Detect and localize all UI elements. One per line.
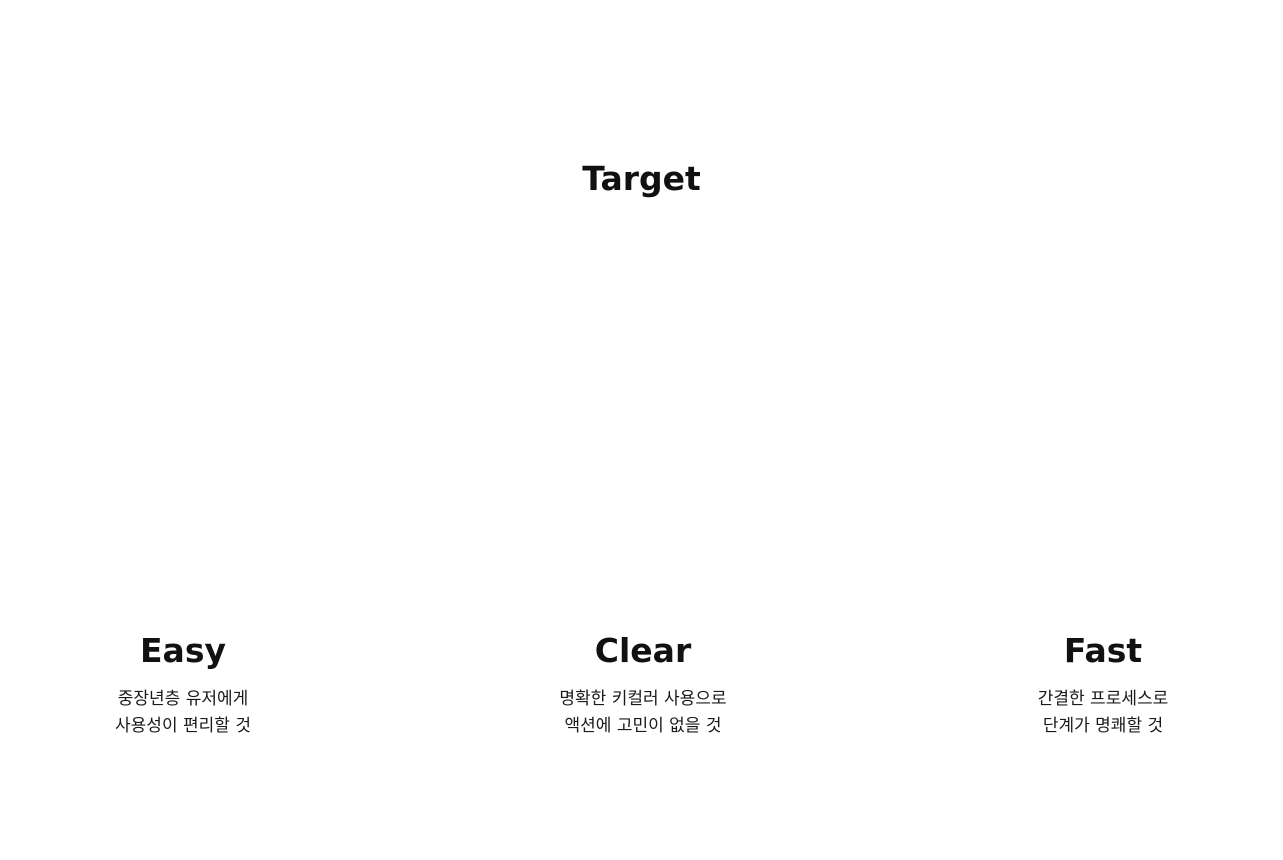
principle-description-line: 단계가 명쾌할 것 <box>1042 716 1164 736</box>
principle-title: Easy <box>140 631 226 670</box>
principle-description-line: 액션에 고민이 없을 것 <box>564 716 722 736</box>
principle-description-line: 중장년층 유저에게 <box>117 689 249 709</box>
principle-description: 중장년층 유저에게 사용성이 편리할 것 <box>33 686 333 740</box>
principle-title: Clear <box>594 631 692 670</box>
principle-easy: Easy 중장년층 유저에게 사용성이 편리할 것 <box>33 628 333 740</box>
principle-description: 명확한 키컬러 사용으로 액션에 고민이 없을 것 <box>493 686 793 740</box>
principle-clear: Clear 명확한 키컬러 사용으로 액션에 고민이 없을 것 <box>493 628 793 740</box>
principle-fast: Fast 간결한 프로세스로 단계가 명쾌할 것 <box>953 628 1253 740</box>
principle-description: 간결한 프로세스로 단계가 명쾌할 것 <box>953 686 1253 740</box>
page-title: Target <box>582 159 701 198</box>
principle-description-line: 사용성이 편리할 것 <box>115 716 251 736</box>
principle-description-line: 간결한 프로세스로 <box>1037 689 1169 709</box>
principle-description-line: 명확한 키컬러 사용으로 <box>559 689 727 709</box>
principle-title: Fast <box>1063 631 1143 670</box>
